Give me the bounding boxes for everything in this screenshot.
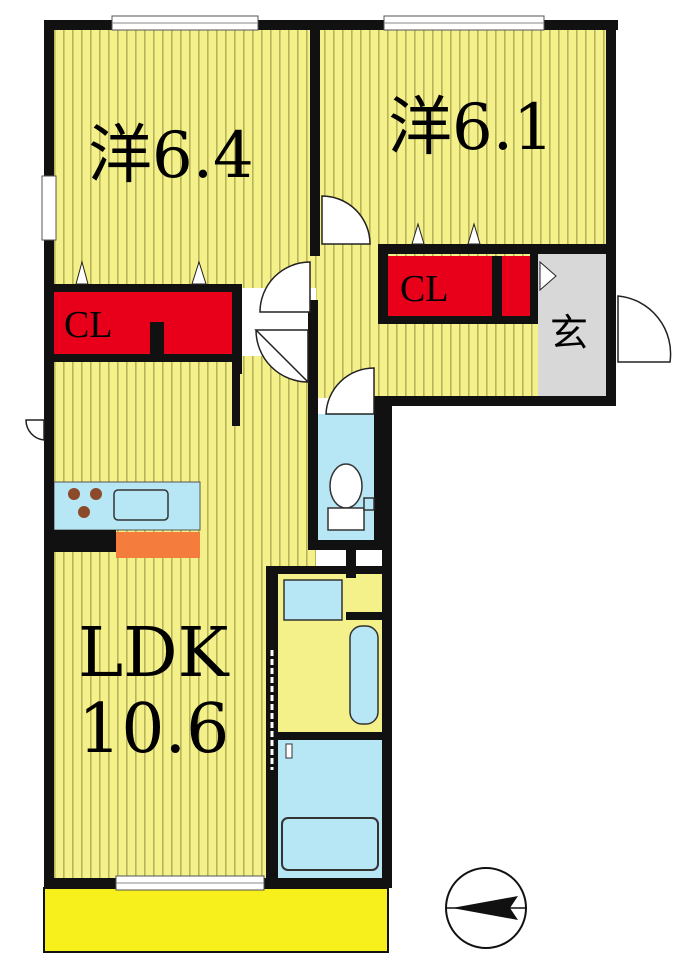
bathtub-icon (281, 743, 379, 871)
western-room-right-floor (316, 30, 608, 248)
closet-right-label: CL (400, 268, 449, 310)
ldk-label: LDK (78, 614, 229, 693)
windows (41, 15, 545, 891)
toilet-icon (327, 463, 375, 531)
western-room-right-label: 洋6.1 (388, 91, 554, 165)
door-entrance (617, 295, 672, 363)
closet-left (54, 292, 232, 354)
door-balcony-side (25, 419, 45, 441)
closet-right (388, 256, 492, 316)
closet-left-label: CL (64, 304, 113, 346)
ldk-size-label: 10.6 (78, 690, 230, 769)
stove-icon (68, 488, 102, 518)
western-room-left-floor (54, 30, 316, 288)
sink-icon (113, 489, 169, 521)
doors (25, 195, 672, 441)
door-right-room (321, 195, 371, 245)
washbasin-icon (283, 579, 379, 725)
closet-left-divider (150, 322, 164, 356)
balcony (44, 888, 388, 952)
walls (44, 20, 618, 888)
kitchen-counter-edge (54, 530, 116, 552)
kitchen-bar-counter (116, 532, 200, 558)
door-left-room (259, 261, 311, 313)
closet-door-markers (75, 222, 557, 292)
closet-right-small (502, 256, 530, 316)
compass-icon (445, 867, 527, 949)
door-ldk (254, 329, 309, 384)
door-toilet (325, 367, 375, 415)
entrance-label: 玄 (550, 311, 589, 355)
window-side (41, 175, 57, 241)
western-room-left-label: 洋6.4 (88, 119, 254, 193)
